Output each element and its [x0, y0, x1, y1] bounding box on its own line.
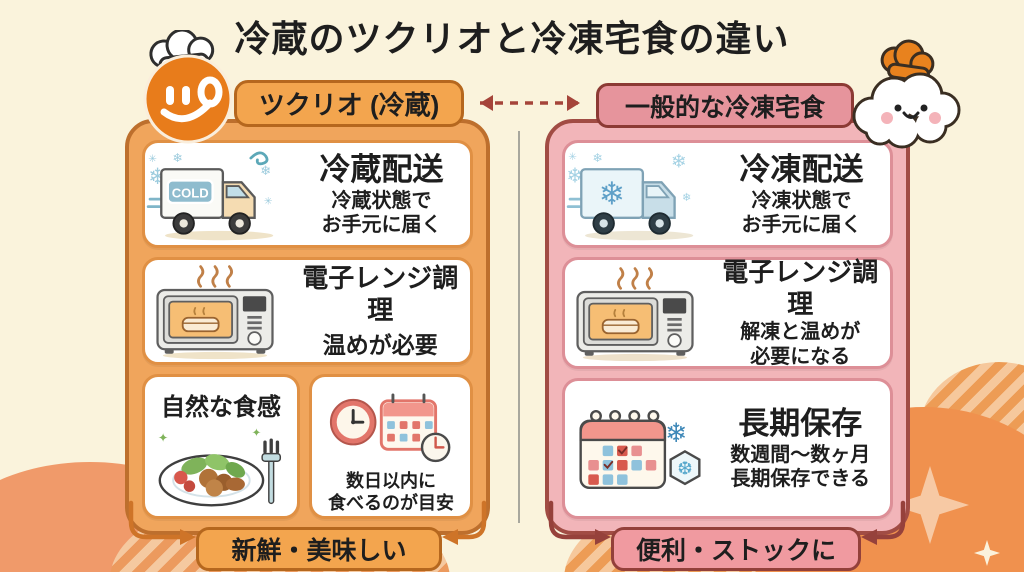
svg-text:❄: ❄	[592, 151, 602, 165]
panel-tsukurio: ❄ ❄ ✳ ❄ ✳ COLD	[125, 119, 490, 535]
svg-text:❄: ❄	[671, 150, 687, 171]
comparison-arrow	[462, 90, 598, 121]
card-natural-texture: 自然な食感 ✦ ✦	[142, 374, 300, 519]
card-line: 冷凍状態で	[751, 189, 852, 212]
svg-text:❄: ❄	[566, 164, 583, 187]
card-microwave-right: 電子レンジ調理 解凍と温めが 必要になる	[562, 257, 893, 369]
microwave-icon	[565, 265, 715, 362]
card-title: 電子レンジ調理	[722, 256, 879, 319]
bracket-arrows-left	[118, 500, 508, 565]
card-chilled-delivery: ❄ ❄ ✳ ❄ ✳ COLD	[142, 140, 473, 248]
header-badge-tsukurio-label: ツクリオ (冷蔵)	[258, 90, 440, 120]
card-title: 自然な食感	[161, 393, 281, 421]
panel-frozen: ❄ ❄ ❄ ❄ ✳ ❄ 冷凍配送 冷凍状態で	[545, 119, 910, 535]
svg-text:❄: ❄	[172, 151, 182, 165]
svg-text:❄: ❄	[260, 163, 271, 178]
card-frozen-delivery: ❄ ❄ ❄ ❄ ✳ ❄ 冷凍配送 冷凍状態で	[562, 140, 893, 248]
card-line: 数週間〜数ヶ月	[730, 444, 871, 467]
card-line: お手元に届く	[321, 213, 442, 236]
microwave-icon	[145, 263, 295, 360]
svg-text:✳: ✳	[148, 154, 157, 165]
clock-calendar-icon	[327, 389, 455, 470]
card-line: 必要になる	[750, 345, 851, 368]
card-long-term-storage: ❄	[562, 378, 893, 519]
footer-badge-fresh-label: 新鮮・美味しい	[231, 537, 407, 565]
header-badge-frozen-label: 一般的な冷凍宅食	[624, 93, 825, 122]
card-line: 長期保存できる	[730, 468, 871, 491]
svg-text:✦: ✦	[158, 431, 168, 445]
header-badge-frozen: 一般的な冷凍宅食	[596, 83, 854, 128]
card-title: 電子レンジ調理	[302, 263, 459, 325]
card-title: 冷凍配送	[739, 151, 864, 187]
card-line: 食べるのが目安	[328, 493, 454, 513]
cold-truck-icon: ❄ ❄ ✳ ❄ ✳ COLD	[145, 145, 297, 243]
header-badge-tsukurio: ツクリオ (冷蔵)	[234, 80, 464, 127]
svg-text:❄: ❄	[599, 176, 626, 212]
svg-text:✦: ✦	[252, 427, 262, 439]
card-title: 冷蔵配送	[319, 151, 444, 187]
truck-cold-label: COLD	[172, 185, 209, 200]
svg-text:❄: ❄	[682, 192, 691, 204]
card-microwave-left: 電子レンジ調理 温めが必要	[142, 257, 473, 365]
meal-plate-icon: ✦ ✦	[153, 423, 289, 516]
svg-text:❆: ❆	[677, 458, 692, 478]
footer-badge-convenient-label: 便利・ストックに	[635, 537, 836, 565]
card-eat-within-days: 数日以内に 食べるのが目安	[309, 374, 473, 519]
card-line: 冷蔵状態で	[331, 189, 432, 212]
svg-text:✳: ✳	[568, 152, 577, 163]
card-line: 温めが必要	[322, 331, 438, 358]
card-line: 数日以内に	[346, 470, 436, 491]
calendar-snowflake-icon: ❄	[565, 403, 715, 495]
footer-badge-fresh: 新鮮・美味しい	[196, 527, 442, 571]
card-line: 解凍と温めが	[740, 321, 861, 344]
cloud-chef-mascot-icon	[842, 38, 974, 161]
svg-text:✳: ✳	[264, 197, 273, 208]
page-title: 冷蔵のツクリオと冷凍宅食の違い	[234, 18, 790, 59]
frozen-truck-icon: ❄ ❄ ❄ ❄ ✳ ❄	[565, 145, 717, 243]
column-divider	[518, 131, 520, 523]
card-title: 長期保存	[738, 406, 863, 442]
card-line: お手元に届く	[741, 213, 862, 236]
bracket-arrows-right	[538, 500, 920, 565]
footer-badge-convenient: 便利・ストックに	[611, 527, 861, 571]
svg-text:❄: ❄	[665, 417, 687, 447]
tsukurio-mascot-icon	[126, 28, 248, 149]
